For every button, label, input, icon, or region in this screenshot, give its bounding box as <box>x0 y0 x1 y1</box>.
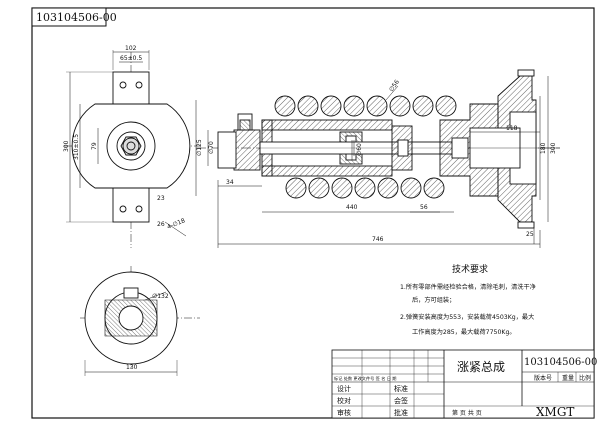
dim-bottom-dia: ∅132 <box>152 293 169 300</box>
dim-section-300: 300 <box>550 142 557 154</box>
sheet-border <box>31 7 595 419</box>
title-block-scale: 比例 <box>579 374 591 382</box>
dim-section-746: 746 <box>372 236 384 243</box>
dim-front-left: 79 <box>91 142 98 150</box>
dim-section-dia-b: ∅60 <box>356 143 363 156</box>
bottom-view <box>80 266 200 376</box>
tech-req-line4: 工作高度为285，最大载荷7750Kg。 <box>412 328 516 336</box>
dim-section-56: 56 <box>420 204 428 211</box>
tech-req-line3: 2.弹簧安装高度为553，安装载荷4503Kg，最大 <box>400 313 534 321</box>
section-view <box>195 69 560 248</box>
assembly-name: 涨紧总成 <box>457 359 505 374</box>
dim-front-top-width: 102 <box>125 45 137 52</box>
tech-req-title: 技术要求 <box>452 263 488 275</box>
title-block-review: 审核 <box>337 408 351 417</box>
dim-section-118: 118 <box>506 125 518 132</box>
technical-requirements: 技术要求 1.所有零部件需经检验合格，清除毛刺，清洗干净 后，方可组装； 2.弹… <box>400 263 536 336</box>
dim-front-inner-height: 310±0.5 <box>73 134 80 160</box>
title-block-check: 校对 <box>337 396 351 405</box>
dim-section-34: 34 <box>226 179 234 186</box>
tech-req-line1: 1.所有零部件需经检验合格，清除毛刺，清洗干净 <box>400 283 536 291</box>
drawing-number-top: 103104506-00 <box>36 11 117 24</box>
title-block-approve: 批准 <box>394 408 408 417</box>
dim-section-spring-dia: ∅56 <box>388 78 401 93</box>
title-block <box>331 349 595 419</box>
drawing-number-title-block: 103104506-00 <box>524 357 597 368</box>
dim-bottom-width: 130 <box>126 364 138 371</box>
spring-coils-bottom <box>285 177 445 199</box>
dim-section-dia-a: ∅70 <box>208 141 215 154</box>
title-block-revision-header: 标记 处数 更改文件号 签 名 日 期 <box>334 375 396 382</box>
dim-front-top-inner: 65±0.5 <box>120 55 142 62</box>
front-view <box>64 50 200 248</box>
title-block-design: 设计 <box>337 384 351 393</box>
dim-front-bottom: 23 <box>157 195 165 202</box>
dim-section-25: 25 <box>526 231 534 238</box>
dim-section-left-dia: ∅125 <box>196 139 203 156</box>
title-block-version: 版本号 <box>534 374 552 382</box>
dim-front-side: 26 <box>157 221 165 228</box>
dim-front-height: 300 <box>63 140 70 152</box>
title-block-standardize: 标准 <box>394 384 408 393</box>
drawing-number-box: 103104506-00 <box>31 7 117 27</box>
dim-front-holes: 4-∅18 <box>166 217 186 231</box>
title-block-countersign: 会签 <box>394 396 408 405</box>
dim-section-180: 180 <box>540 142 547 154</box>
title-block-weight: 重量 <box>562 374 574 382</box>
dim-section-440: 440 <box>346 204 358 211</box>
tech-req-line2: 后，方可组装； <box>412 296 455 304</box>
company-mark: XMGT <box>536 405 574 419</box>
spring-coils-top <box>274 95 457 117</box>
title-block-sheets: 第 页 共 页 <box>452 409 482 417</box>
